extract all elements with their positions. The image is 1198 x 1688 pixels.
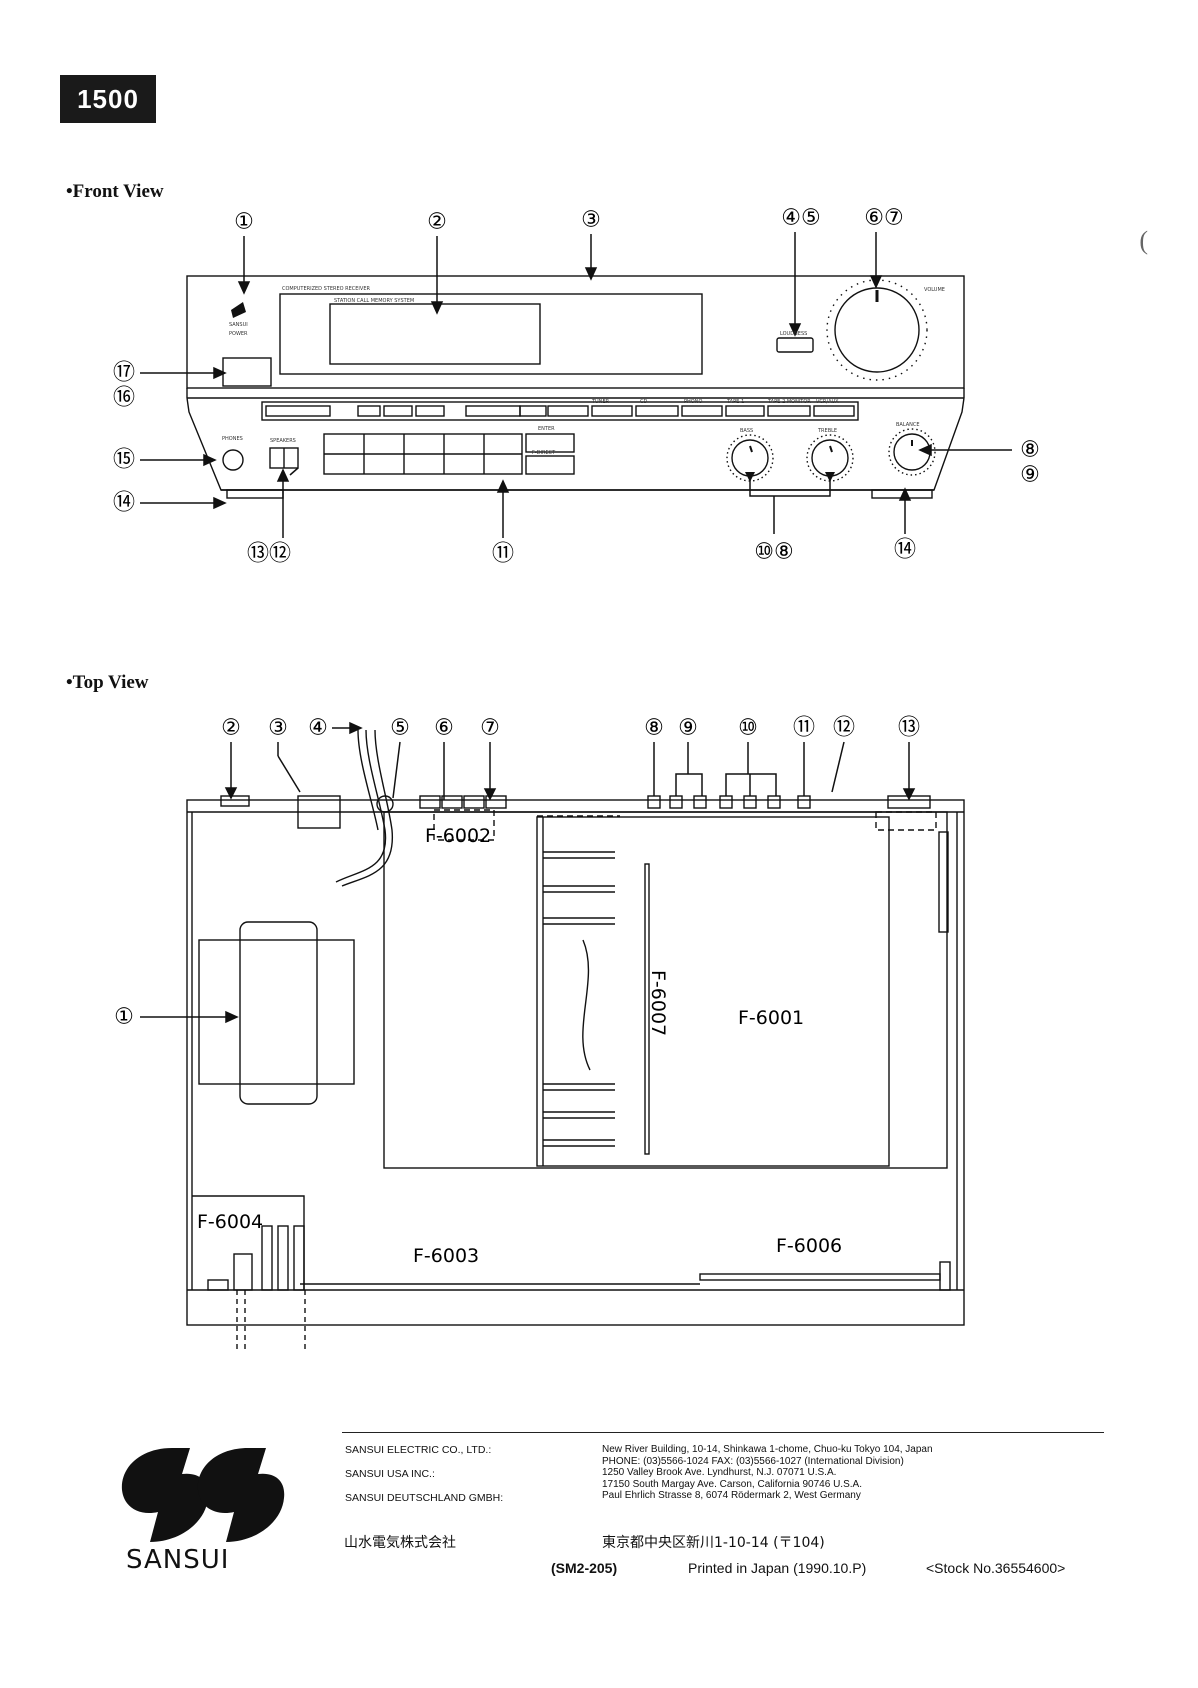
board-label-f6004: F-6004 [197,1211,263,1233]
front-callout-3: ③ [581,208,601,233]
top-callout-11: ⑪ [793,716,815,741]
company-japan: SANSUI ELECTRIC CO., LTD.: [345,1444,492,1456]
footer-rule [342,1432,1104,1433]
front-callout-14-right: ⑭ [894,538,916,563]
front-callout-13-12: ⑬⑫ [247,542,291,567]
front-callout-9: ⑨ [1020,463,1040,488]
panel-title: COMPUTERIZED STEREO RECEIVER [282,286,370,292]
panel-bass: BASS [740,428,753,434]
jp-address: 東京都中央区新川1-10-14 (〒104) [602,1535,825,1551]
front-callout-15: ⑮ [113,448,135,473]
footer-addresses: New River Building, 10-14, Shinkawa 1-ch… [602,1444,933,1502]
front-callout-2: ② [427,210,447,235]
front-view-heading: •Front View [66,181,164,202]
front-view-diagram: ① ② ③ ④⑤ ⑥⑦ ⑰ ⑯ ⑮ ⑭ ⑧ ⑨ ⑬⑫ ⑪ ⑩⑧ ⑭ [113,206,1040,567]
address-usa-1: 1250 Valley Brook Ave. Lyndhurst, N.J. 0… [602,1467,837,1478]
panel-source-tuner: TUNER [591,399,610,405]
front-callout-6-7: ⑥⑦ [864,206,903,231]
board-label-f6007: F-6007 [647,970,669,1036]
top-callout-5: ⑤ [390,716,410,741]
panel-phones: PHONES [222,436,243,442]
panel-source-tape1: TAPE-1 [726,399,744,405]
top-callout-10: ⑩ [738,716,758,741]
company-germany: SANSUI DEUTSCHLAND GMBH: [345,1492,504,1504]
margin-mark: ( [1139,226,1148,255]
footer-brand: SANSUI [126,1545,230,1575]
front-callout-1: ① [234,210,254,235]
address-germany: Paul Ehrlich Strasse 8, 6074 Rödermark 2… [602,1490,861,1501]
address-japan: New River Building, 10-14, Shinkawa 1-ch… [602,1444,933,1455]
top-view-heading: •Top View [66,672,149,693]
panel-source-phono: PHONO [684,399,702,405]
top-callout-7: ⑦ [480,716,500,741]
top-callout-1: ① [114,1005,134,1030]
panel-loudness: LOUDNESS [780,331,807,337]
board-label-f6001: F-6001 [738,1007,804,1029]
address-usa-2: 17150 South Margay Ave. Carson, Californ… [602,1478,862,1490]
panel-source-cd: CD [640,399,647,405]
address-phone: PHONE: (03)5566-1024 FAX: (03)5566-1027 … [602,1455,904,1467]
top-view-diagram: ② ③ ④ ⑤ ⑥ ⑦ ⑧ ⑨ ⑩ ⑪ ⑫ ⑬ ① [114,716,965,1350]
board-label-f6002: F-6002 [425,825,491,847]
board-label-f6006: F-6006 [776,1235,842,1257]
panel-power: POWER [229,331,248,337]
service-manual-code: (SM2-205) [551,1560,618,1576]
model-badge: 1500 [60,75,156,123]
top-callout-3: ③ [268,716,288,741]
front-callout-11: ⑪ [492,542,514,567]
panel-speakers: SPEAKERS [270,438,296,444]
front-callout-17: ⑰ [113,361,135,386]
panel-memory: STATION CALL MEMORY SYSTEM [334,298,414,304]
sansui-logo-icon [121,1448,285,1542]
top-callout-6: ⑥ [434,716,454,741]
top-callout-13: ⑬ [898,716,920,741]
panel-enter: ENTER [538,426,555,432]
front-callout-4-5: ④⑤ [781,206,820,231]
front-callout-8-right: ⑧ [1020,438,1040,463]
top-callout-2: ② [221,716,241,741]
panel-source-vcr: VCR/AUX [816,399,839,405]
front-callout-10-8: ⑩⑧ [754,540,793,565]
panel-brand: SANSUI [229,322,248,328]
printed-info: Printed in Japan (1990.10.P) [688,1560,867,1576]
front-callout-16: ⑯ [113,386,135,411]
top-callout-12: ⑫ [833,716,855,741]
company-usa: SANSUI USA INC.: [345,1468,435,1480]
front-callout-14-left: ⑭ [113,491,135,516]
panel-volume: VOLUME [924,287,945,293]
panel-treble: TREBLE [817,428,837,434]
panel-f-direct: F-DIRECT [532,450,556,456]
board-label-f6003: F-6003 [413,1245,479,1267]
top-callout-8: ⑧ [644,716,664,741]
footer-companies: SANSUI ELECTRIC CO., LTD.: SANSUI USA IN… [345,1440,503,1508]
jp-company: 山水電気株式会社 [344,1535,456,1551]
panel-source-tape2: TAPE-2 MONITOR [767,399,811,405]
top-callout-4: ④ [308,716,328,741]
stock-number: <Stock No.36554600> [926,1560,1066,1576]
panel-balance: BALANCE [896,422,920,428]
top-callout-9: ⑨ [678,716,698,741]
